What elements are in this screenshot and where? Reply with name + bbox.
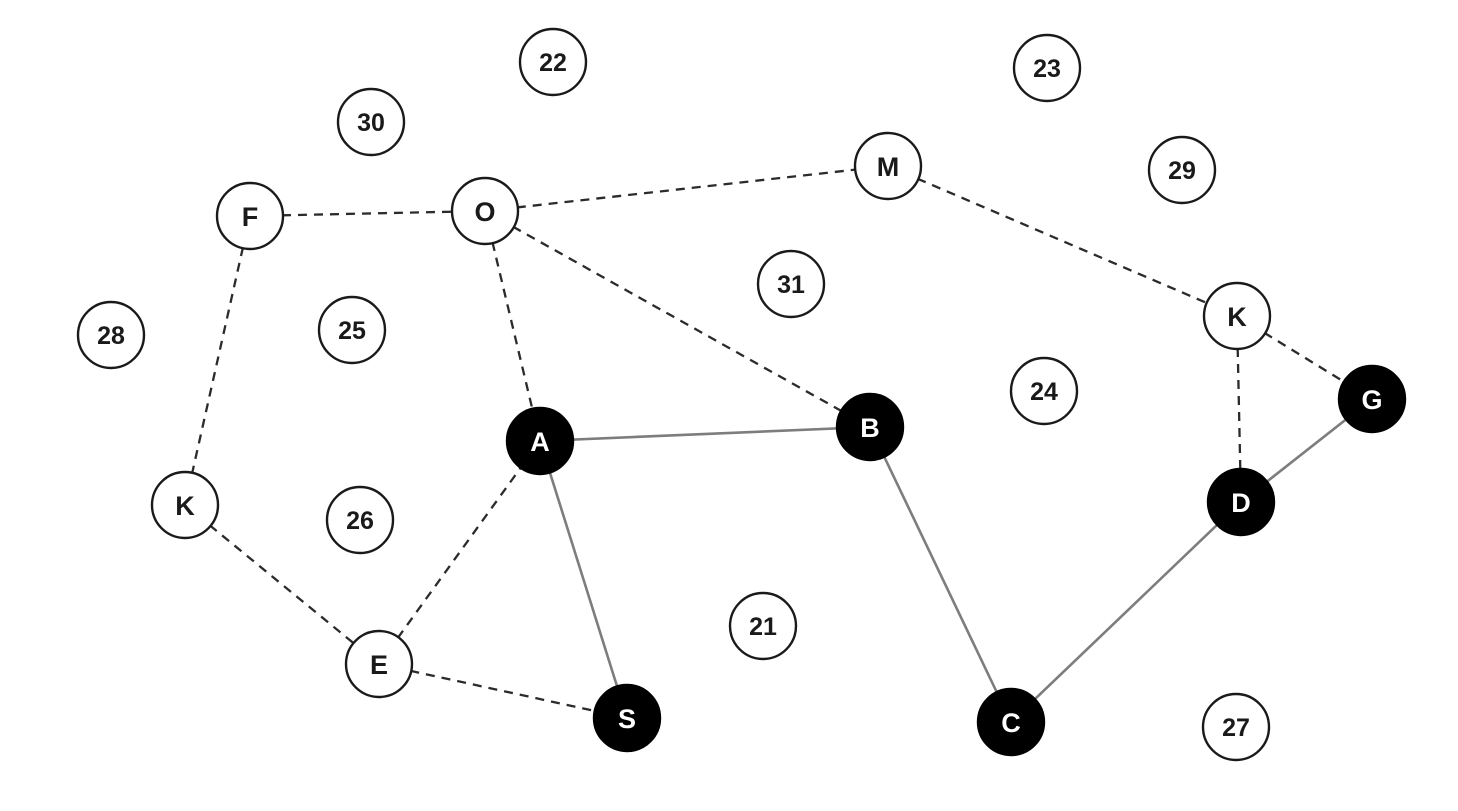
node-label-A: A (530, 427, 550, 457)
node-circle-B (835, 392, 905, 462)
node-label-M: M (877, 152, 900, 182)
node-label-n23: 23 (1033, 55, 1061, 83)
graph-edge-F-O-dashed (249, 209, 486, 218)
graph-node-n28: 28 (76, 300, 146, 370)
node-label-n27: 27 (1222, 714, 1250, 742)
graph-edge-F-K1-dashed (183, 215, 252, 506)
graph-node-n25: 25 (317, 295, 387, 365)
node-circle-D (1206, 467, 1276, 537)
node-circle-n27 (1201, 692, 1271, 762)
node-label-B: B (860, 413, 880, 443)
node-circle-E (344, 629, 414, 699)
graph-node-n23: 23 (1012, 33, 1082, 103)
graph-edge-E-A-dashed (378, 440, 541, 665)
graph-node-G: G (1337, 364, 1407, 434)
graph-node-O: O (450, 176, 520, 246)
graph-edge-B-C-solid (868, 426, 1013, 723)
graph-node-n30: 30 (336, 87, 406, 157)
node-label-K1: K (175, 491, 195, 521)
node-label-C: C (1001, 708, 1021, 738)
graph-node-B: B (835, 392, 905, 462)
graph-edge-A-S-solid (538, 440, 629, 719)
graph-edge-C-D-solid (1010, 501, 1242, 723)
graph-edge-K1-E-dashed (184, 504, 380, 665)
node-label-n31: 31 (777, 271, 805, 299)
node-circle-n21 (728, 591, 798, 661)
graph-node-F: F (215, 181, 285, 251)
graph-node-n24: 24 (1009, 356, 1079, 426)
node-circle-F (215, 181, 285, 251)
node-circle-n24 (1009, 356, 1079, 426)
graph-node-A: A (505, 406, 575, 476)
graph-node-K1: K (150, 470, 220, 540)
graph-node-K2: K (1202, 281, 1272, 351)
graph-node-n21: 21 (728, 591, 798, 661)
node-label-n24: 24 (1030, 378, 1058, 406)
node-circle-n25 (317, 295, 387, 365)
node-label-n29: 29 (1168, 157, 1196, 185)
node-circle-K2 (1202, 281, 1272, 351)
graph-node-n31: 31 (756, 249, 826, 319)
node-label-n21: 21 (749, 613, 777, 641)
node-circle-C (976, 687, 1046, 757)
node-circle-n26 (325, 485, 395, 555)
node-circle-n30 (336, 87, 406, 157)
graph-node-n29: 29 (1147, 135, 1217, 205)
graph-edge-O-A-dashed (483, 210, 542, 442)
node-label-n26: 26 (346, 507, 374, 535)
graph-edge-O-M-dashed (484, 164, 889, 213)
node-label-F: F (242, 202, 259, 232)
graph-node-n27: 27 (1201, 692, 1271, 762)
node-label-O: O (474, 197, 495, 227)
node-circle-n22 (518, 27, 588, 97)
node-circle-n31 (756, 249, 826, 319)
graph-edge-A-B-solid (539, 425, 871, 443)
node-circle-K1 (150, 470, 220, 540)
node-circle-S (592, 683, 662, 753)
node-label-n30: 30 (357, 109, 385, 137)
node-label-D: D (1231, 488, 1251, 518)
node-circle-A (505, 406, 575, 476)
node-circle-n28 (76, 300, 146, 370)
graph-edge-O-B-dashed (484, 209, 871, 429)
graph-node-D: D (1206, 467, 1276, 537)
node-label-G: G (1361, 385, 1382, 415)
graph-node-n26: 26 (325, 485, 395, 555)
node-label-K2: K (1227, 302, 1247, 332)
node-circle-O (450, 176, 520, 246)
node-label-S: S (618, 704, 636, 734)
node-circle-M (853, 131, 923, 201)
node-circle-n29 (1147, 135, 1217, 205)
graph-edge-E-S-dashed (378, 662, 628, 720)
graph-node-S: S (592, 683, 662, 753)
node-circle-n23 (1012, 33, 1082, 103)
graph-node-M: M (853, 131, 923, 201)
node-circle-G (1337, 364, 1407, 434)
node-label-n22: 22 (539, 49, 567, 77)
node-label-n28: 28 (97, 322, 125, 350)
node-label-n25: 25 (338, 317, 366, 345)
graph-node-C: C (976, 687, 1046, 757)
graph-node-E: E (344, 629, 414, 699)
graph-node-n22: 22 (518, 27, 588, 97)
node-label-E: E (370, 650, 388, 680)
